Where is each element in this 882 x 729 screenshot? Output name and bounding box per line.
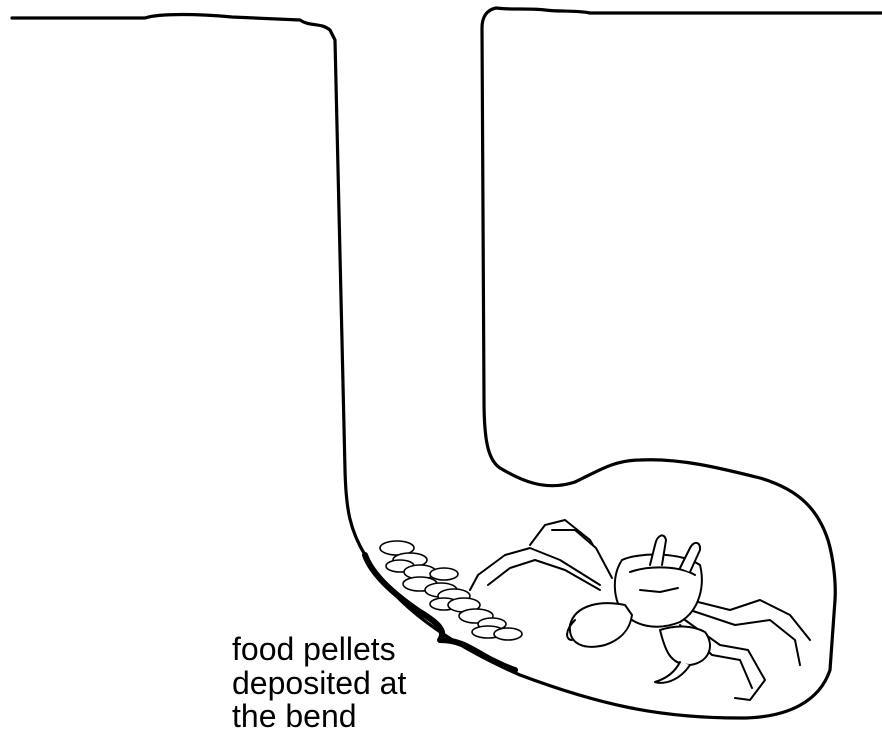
label-line-3: the bend: [232, 698, 357, 729]
label-line-1: food pellets: [232, 631, 396, 667]
burrow-right-wall: [482, 8, 882, 600]
crab-icon: [470, 520, 810, 700]
food-pellets: [380, 541, 522, 640]
label-line-2: deposited at: [232, 665, 406, 701]
pellet-label: food pellets deposited at the bend: [232, 631, 406, 729]
food-pellet: [494, 628, 522, 640]
food-pellet: [430, 568, 458, 580]
